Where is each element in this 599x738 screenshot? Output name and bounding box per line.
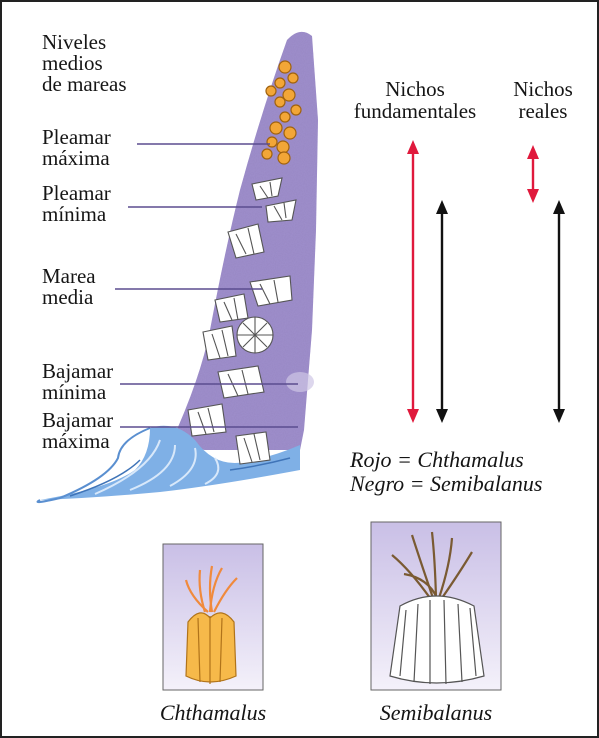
header-fundamental-niches: Nichos fundamentales xyxy=(353,77,477,123)
tide-heading: Niveles medios de mareas xyxy=(42,30,127,96)
chthamalus-cluster xyxy=(261,60,302,165)
color-legend: Rojo = Chthamalus Negro = Semibalanus xyxy=(350,448,542,496)
header-realized-niches: Nichos reales xyxy=(513,77,573,123)
chthamalus-fundamental-arrow xyxy=(407,140,419,423)
water-wave xyxy=(36,425,300,504)
semibalanus-panel xyxy=(370,521,502,691)
chthamalus-realized-arrow xyxy=(527,145,539,203)
label-marea-media: Marea media xyxy=(42,264,96,309)
label-bajamar-maxima: Bajamar máxima xyxy=(42,408,114,453)
label-bajamar-minima: Bajamar mínima xyxy=(42,359,114,404)
label-pleamar-maxima: Pleamar máxima xyxy=(42,125,111,170)
chthamalus-panel xyxy=(162,543,264,691)
rock-spot xyxy=(286,372,314,392)
label-pleamar-minima: Pleamar mínima xyxy=(42,181,111,226)
semibalanus-cluster xyxy=(187,177,297,465)
caption-chthamalus: Chthamalus xyxy=(159,700,267,725)
tide-level-lines xyxy=(115,143,298,428)
semibalanus-fundamental-arrow xyxy=(436,200,448,423)
caption-semibalanus: Semibalanus xyxy=(379,700,493,725)
legend-black: Negro = Semibalanus xyxy=(350,471,543,496)
legend-red: Rojo = Chthamalus xyxy=(350,447,524,472)
semibalanus-realized-arrow xyxy=(553,200,565,423)
